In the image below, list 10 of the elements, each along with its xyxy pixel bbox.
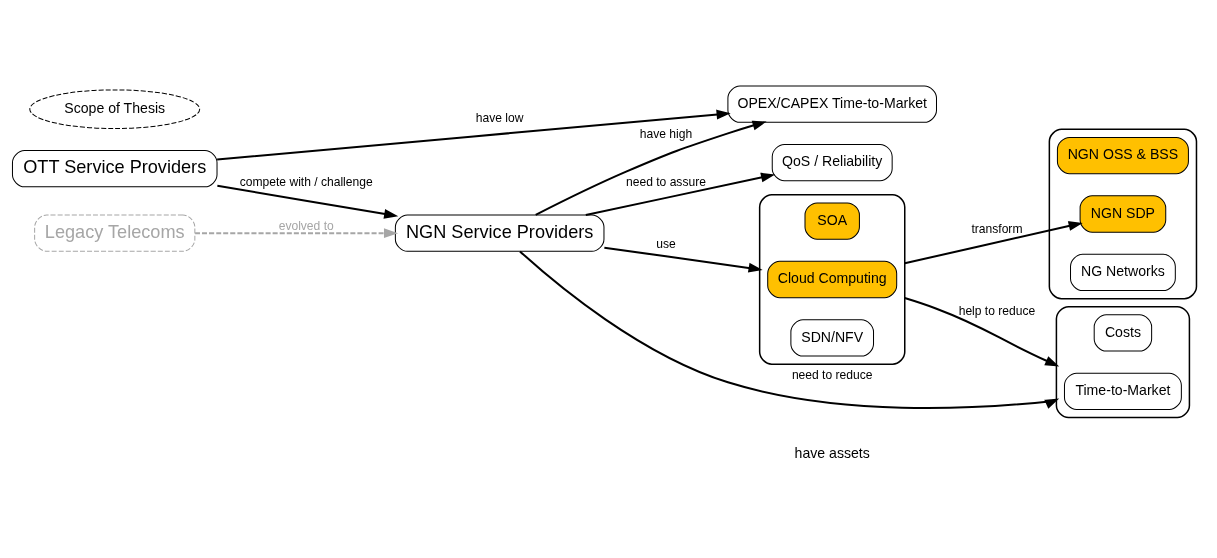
edge-label: help to reduce <box>958 304 1036 319</box>
edge-label: need to reduce <box>791 367 873 382</box>
edge-label: need to assure <box>625 175 706 190</box>
edge-label: evolved to <box>278 218 334 233</box>
edge-label: use <box>656 236 676 251</box>
label: have assets <box>794 444 870 461</box>
edge-label: have high <box>639 127 693 142</box>
edge-label: transform <box>971 221 1023 236</box>
edge-label: have low <box>475 110 524 125</box>
edge-label: compete with / challenge <box>239 175 373 190</box>
